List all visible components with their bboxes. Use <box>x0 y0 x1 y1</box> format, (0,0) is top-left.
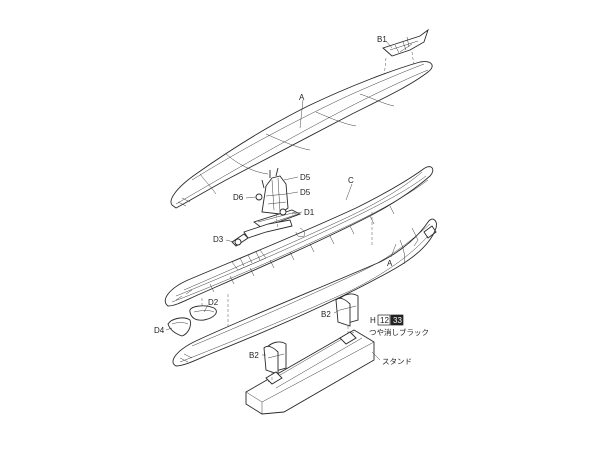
paint-code-num1: 12 <box>380 316 389 325</box>
guide-tower <box>275 213 279 231</box>
label-d5-bottom: D5 <box>300 188 311 197</box>
label-b1: B1 <box>377 35 387 44</box>
deck-part-c <box>164 166 434 307</box>
label-a-top: A <box>299 93 305 102</box>
paint-code-box2 <box>390 314 404 326</box>
label-d5-top: D5 <box>300 173 311 182</box>
paint-name: つや消しブラック <box>369 327 429 337</box>
label-d6: D6 <box>233 193 244 202</box>
stand-label: スタンド <box>382 357 412 366</box>
label-d3: D3 <box>213 235 224 244</box>
paint-code-letter: H <box>370 316 376 325</box>
label-b2-right: B2 <box>321 310 331 319</box>
leader-lines <box>165 40 397 361</box>
conning-tower-assembly <box>231 167 302 247</box>
hull-part-a-upper <box>170 61 433 209</box>
paint-code: H 12 33 つや消しブラック <box>369 314 429 337</box>
part-d2 <box>189 305 217 321</box>
label-d4: D4 <box>154 326 165 335</box>
part-b1 <box>382 28 429 57</box>
label-c: C <box>348 176 354 185</box>
paint-code-box1 <box>377 314 391 326</box>
label-d2: D2 <box>208 298 219 307</box>
part-d4 <box>167 317 191 337</box>
hull-part-a-lower <box>172 218 437 367</box>
label-a-bottom: A <box>387 259 393 268</box>
label-d1: D1 <box>304 208 315 217</box>
stand-assembly <box>245 293 375 415</box>
paint-code-num2: 33 <box>393 316 402 325</box>
label-b2-left: B2 <box>249 351 259 360</box>
